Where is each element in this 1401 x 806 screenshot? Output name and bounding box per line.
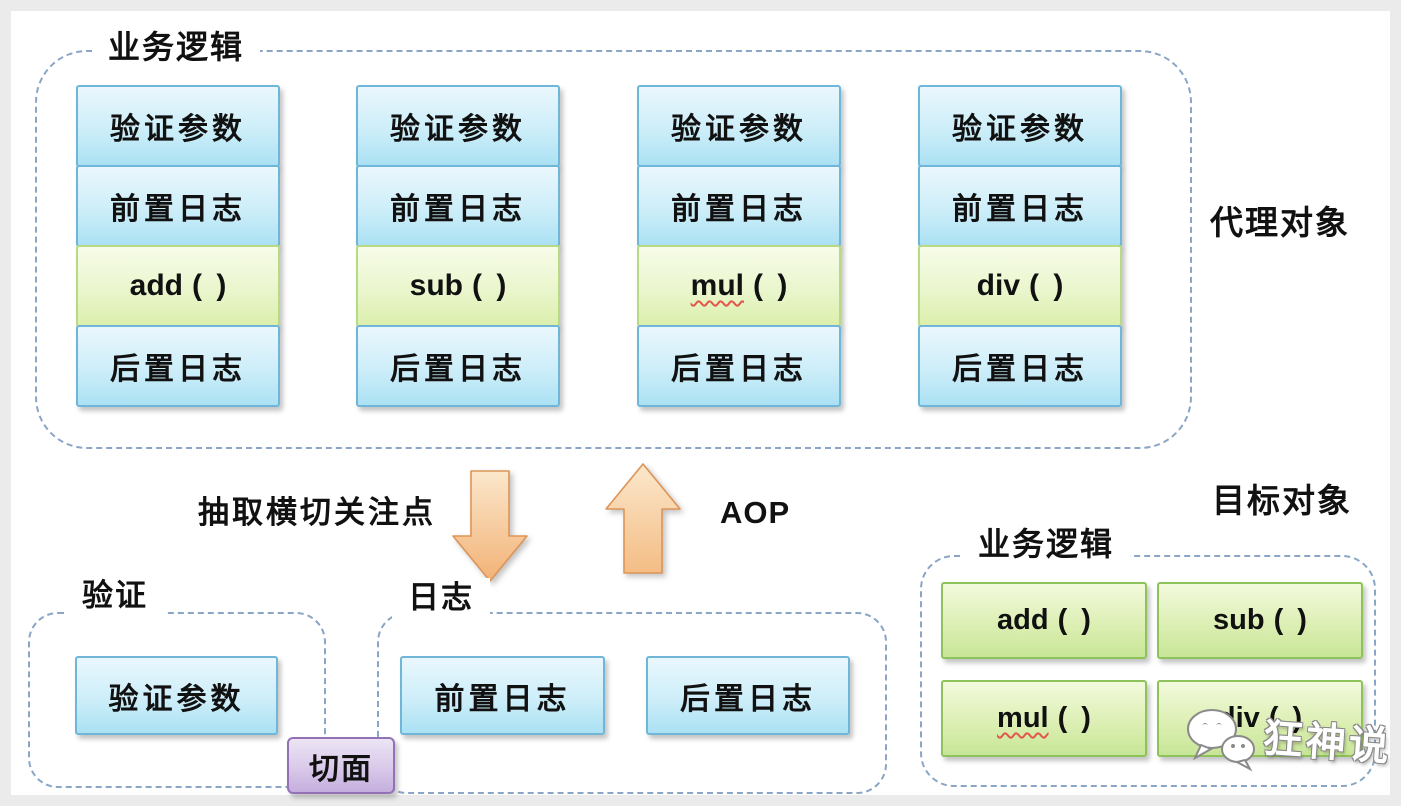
step-cell: 验证参数 bbox=[637, 85, 841, 167]
watermark: 狂神说 bbox=[1185, 706, 1394, 772]
step-cell: 前置日志 bbox=[637, 165, 841, 247]
pre-log-box: 前置日志 bbox=[400, 656, 605, 735]
target-dashed-container bbox=[920, 555, 1376, 787]
method-args: ( ) bbox=[753, 269, 788, 302]
validation-box-title: 验证 bbox=[66, 576, 164, 616]
post-log-box: 后置日志 bbox=[646, 656, 850, 735]
step-cell: 后置日志 bbox=[76, 325, 280, 407]
method-cell: sub ( ) bbox=[356, 245, 560, 327]
method-name: sub bbox=[409, 269, 463, 302]
method-cell: add ( ) bbox=[76, 245, 280, 327]
step-cell: 后置日志 bbox=[356, 325, 560, 407]
method-cell: mul ( ) bbox=[637, 245, 841, 327]
step-cell: 后置日志 bbox=[637, 325, 841, 407]
method-name: add bbox=[129, 269, 183, 302]
extract-crosscut-label: 抽取横切关注点 bbox=[198, 495, 436, 530]
proxy-dashed-container bbox=[35, 50, 1192, 449]
step-cell: 前置日志 bbox=[356, 165, 560, 247]
watermark-text: 狂神说 bbox=[1261, 716, 1394, 770]
step-cell: 后置日志 bbox=[918, 325, 1122, 407]
step-cell: 验证参数 bbox=[918, 85, 1122, 167]
method-name: add bbox=[997, 604, 1049, 636]
validate-params-box: 验证参数 bbox=[75, 656, 278, 735]
step-cell: 前置日志 bbox=[76, 165, 280, 247]
step-cell: 验证参数 bbox=[356, 85, 560, 167]
method-args: ( ) bbox=[1057, 702, 1091, 734]
proxy-box-title: 业务逻辑 bbox=[92, 27, 261, 67]
method-name: mul bbox=[690, 269, 744, 302]
log-box-title: 日志 bbox=[392, 578, 490, 618]
step-cell: 验证参数 bbox=[76, 85, 280, 167]
proxy-column-mul: 验证参数 前置日志 mul ( ) 后置日志 bbox=[637, 85, 841, 407]
step-cell: 前置日志 bbox=[918, 165, 1122, 247]
method-name: mul bbox=[997, 702, 1049, 734]
method-args: ( ) bbox=[1057, 604, 1091, 636]
proxy-column-add: 验证参数 前置日志 add ( ) 后置日志 bbox=[76, 85, 280, 407]
target-method-add: add ( ) bbox=[941, 582, 1147, 659]
validation-dashed-container bbox=[28, 612, 326, 788]
method-args: ( ) bbox=[192, 269, 227, 302]
log-dashed-container bbox=[377, 612, 887, 794]
method-name: sub bbox=[1213, 604, 1265, 636]
method-args: ( ) bbox=[472, 269, 507, 302]
proxy-object-label: 代理对象 bbox=[1210, 204, 1350, 241]
target-method-mul: mul ( ) bbox=[941, 680, 1147, 757]
method-name: div bbox=[976, 269, 1021, 302]
proxy-column-sub: 验证参数 前置日志 sub ( ) 后置日志 bbox=[356, 85, 560, 407]
method-args: ( ) bbox=[1268, 702, 1303, 734]
method-cell: div ( ) bbox=[918, 245, 1122, 327]
aop-up-arrow-icon bbox=[605, 463, 681, 574]
extract-down-arrow-icon bbox=[452, 470, 528, 582]
target-object-label: 目标对象 bbox=[1212, 482, 1352, 519]
wechat-icon bbox=[1187, 709, 1255, 772]
method-args: ( ) bbox=[1273, 604, 1307, 636]
aspect-label-box: 切面 bbox=[287, 737, 395, 794]
proxy-column-div: 验证参数 前置日志 div ( ) 后置日志 bbox=[918, 85, 1122, 407]
target-box-title: 业务逻辑 bbox=[962, 524, 1131, 564]
aop-label: AOP bbox=[720, 495, 791, 530]
target-method-sub: sub ( ) bbox=[1157, 582, 1363, 659]
method-args: ( ) bbox=[1029, 269, 1064, 302]
